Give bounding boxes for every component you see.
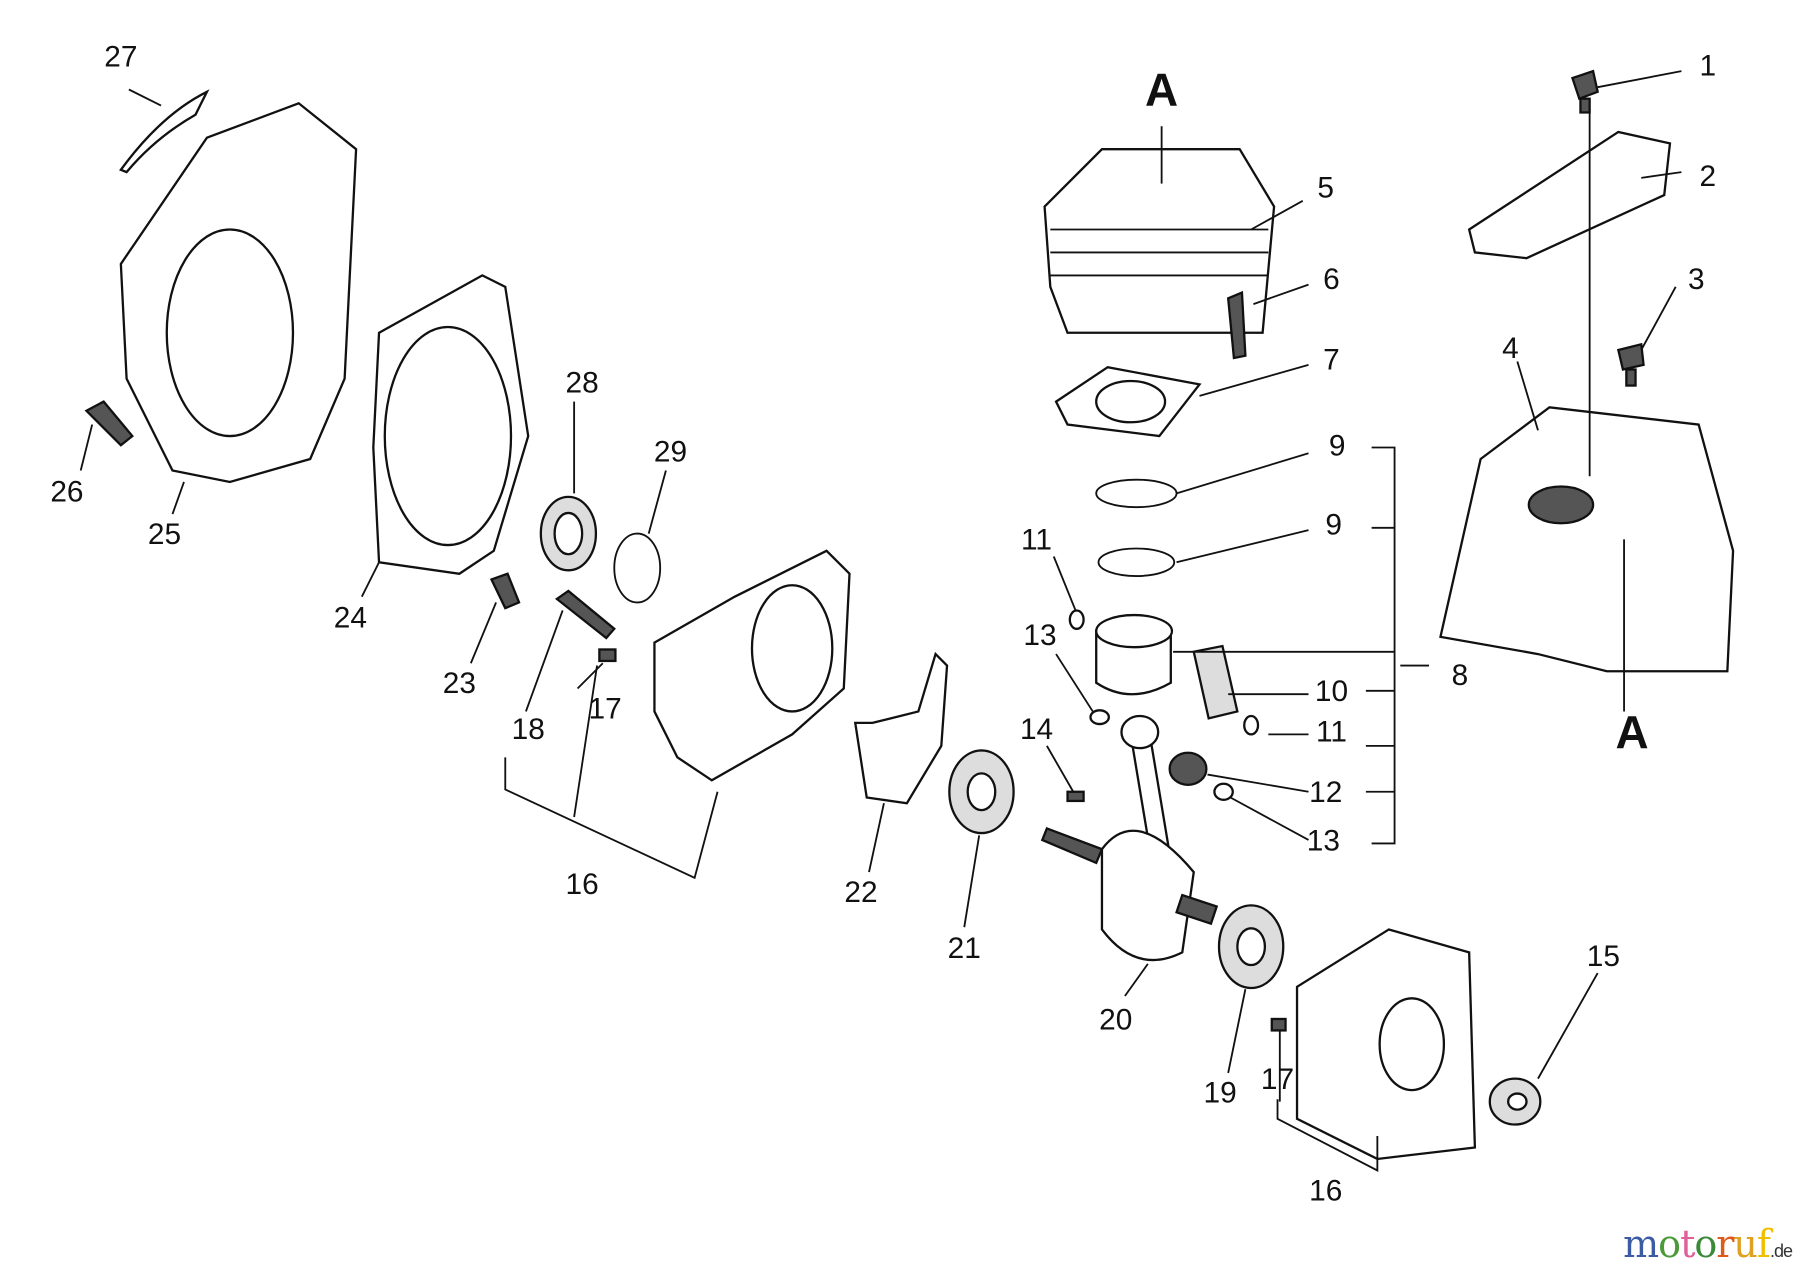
- label-26: 26: [50, 475, 83, 508]
- part-27-label-plate: [119, 89, 210, 174]
- watermark-letter: f: [1756, 1222, 1771, 1266]
- watermark-letter: r: [1716, 1222, 1734, 1266]
- label-21: 21: [948, 932, 981, 965]
- label-15: 15: [1587, 940, 1620, 973]
- label-25: 25: [148, 518, 181, 551]
- label-17-a: 17: [589, 692, 622, 725]
- label-4: 4: [1502, 332, 1519, 365]
- label-23: 23: [443, 667, 476, 700]
- part-24-gasket: [372, 274, 530, 575]
- label-24: 24: [334, 602, 367, 635]
- label-12: 12: [1309, 776, 1342, 809]
- part-12-needle-bearing: [1168, 751, 1208, 787]
- part-4-cylinder-cover: [1439, 406, 1735, 673]
- part-16-crankcase-left: [653, 549, 851, 782]
- part-1-bolt: [1570, 69, 1600, 114]
- label-13-a: 13: [1023, 619, 1056, 652]
- part-3-bolt: [1616, 342, 1645, 387]
- part-28-seal: [539, 495, 598, 572]
- part-5-cylinder: [1043, 148, 1276, 334]
- label-13-b: 13: [1307, 824, 1340, 857]
- label-10: 10: [1315, 675, 1348, 708]
- watermark-letter: t: [1680, 1222, 1695, 1266]
- label-20: 20: [1099, 1003, 1132, 1036]
- label-3: 3: [1688, 263, 1705, 296]
- label-16-b: 16: [1309, 1174, 1342, 1207]
- label-19: 19: [1204, 1077, 1237, 1110]
- label-29: 29: [654, 435, 687, 468]
- watermark-letter: o: [1694, 1222, 1717, 1266]
- part-11-clips: [1068, 609, 1260, 736]
- watermark-letter: u: [1733, 1222, 1758, 1266]
- watermark-letter: o: [1658, 1222, 1681, 1266]
- part-23-bolt: [489, 572, 521, 610]
- label-A-bottom: A: [1616, 706, 1649, 758]
- label-8: 8: [1452, 659, 1469, 692]
- watermark-letter: m: [1623, 1222, 1659, 1266]
- part-14-key: [1066, 790, 1085, 803]
- watermark-tld: .de: [1769, 1241, 1793, 1261]
- label-22: 22: [844, 876, 877, 909]
- part-19-bearing: [1217, 904, 1285, 990]
- label-A-top: A: [1145, 64, 1178, 116]
- part-2-cover: [1467, 130, 1672, 260]
- leader-lines: [79, 70, 1682, 1172]
- part-21-bearing: [948, 749, 1015, 835]
- label-27: 27: [104, 41, 137, 74]
- label-11-b: 11: [1316, 715, 1347, 748]
- label-2: 2: [1700, 160, 1717, 193]
- label-1: 1: [1700, 50, 1717, 83]
- part-26-bolt: [84, 400, 134, 447]
- part-9-piston-rings: [1095, 478, 1178, 577]
- part-6-bolt: [1226, 290, 1247, 360]
- part-22-gasket: [853, 651, 949, 805]
- part-25-fan-housing: [119, 101, 358, 484]
- label-6: 6: [1323, 263, 1340, 296]
- part-13-washers: [1089, 709, 1234, 801]
- part-15-seal: [1488, 1077, 1542, 1126]
- label-9-b: 9: [1325, 509, 1342, 542]
- label-5: 5: [1317, 171, 1334, 204]
- part-7-gasket: [1054, 365, 1202, 438]
- part-16-crankcase-right: [1295, 928, 1477, 1161]
- part-10-piston: [1095, 613, 1239, 720]
- part-29-circlip: [613, 532, 662, 604]
- label-7: 7: [1323, 343, 1340, 376]
- part-17-pin: [598, 648, 1287, 1032]
- label-17-b: 17: [1261, 1063, 1294, 1096]
- label-14: 14: [1020, 713, 1053, 746]
- label-18: 18: [512, 713, 545, 746]
- label-16-a: 16: [566, 868, 599, 901]
- part-20-crankshaft: [1040, 714, 1219, 962]
- part-18-bolt: [554, 589, 616, 640]
- watermark-logo: motoruf.de: [1623, 1222, 1793, 1266]
- label-9-a: 9: [1329, 430, 1346, 463]
- watermark-brand: motoruf: [1623, 1222, 1771, 1266]
- label-28: 28: [566, 366, 599, 399]
- label-11-a: 11: [1021, 524, 1052, 557]
